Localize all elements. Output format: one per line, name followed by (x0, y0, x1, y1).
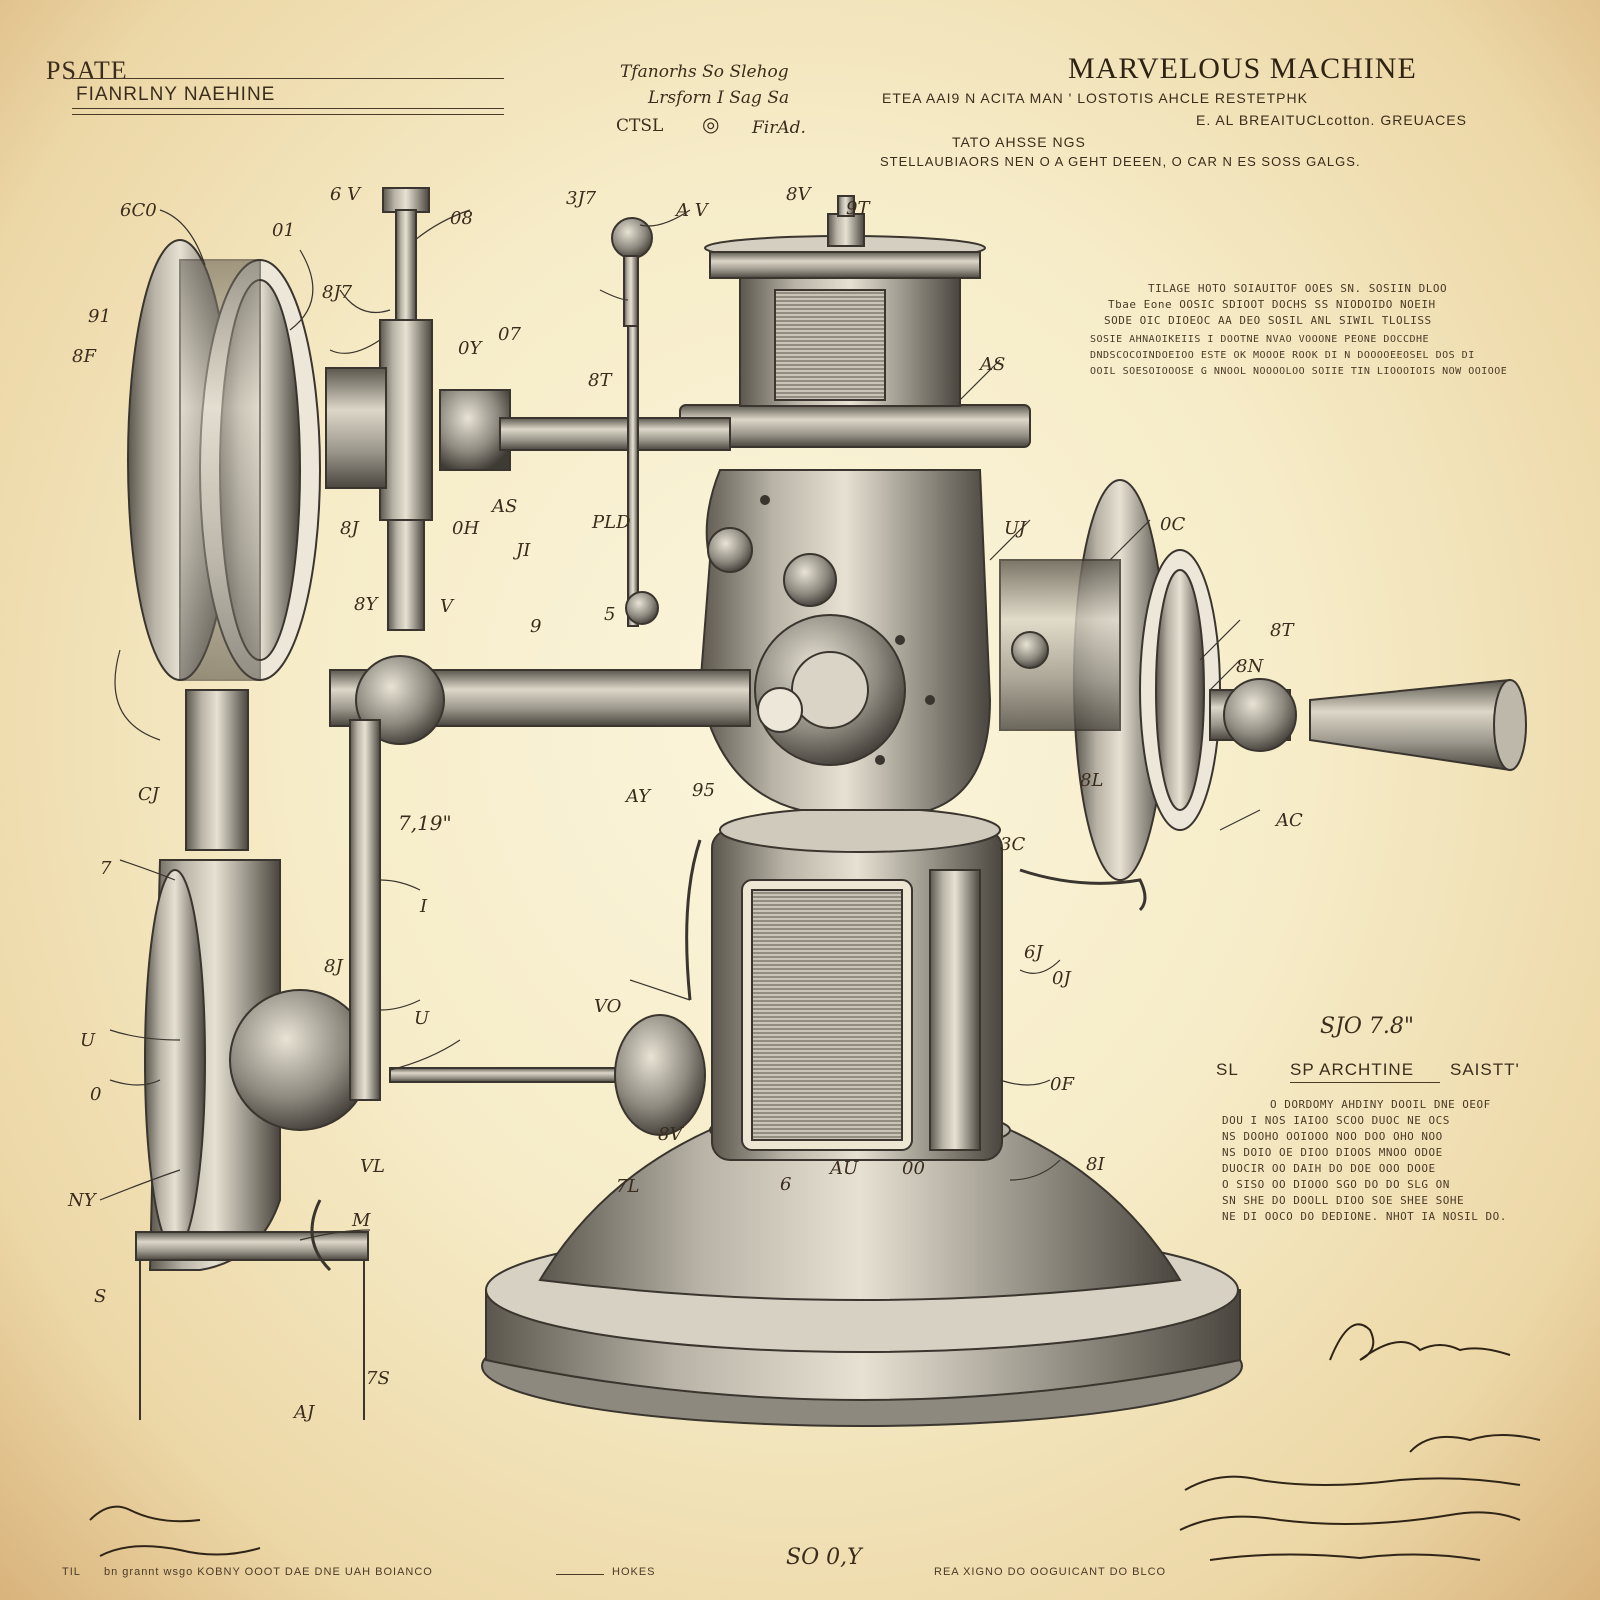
ref-mark: 6C0 (120, 200, 157, 221)
ref-mark: M (351, 1210, 371, 1231)
ref-mark: CJ (138, 784, 161, 805)
ref-mark: 8J7 (322, 282, 353, 303)
ref-mark: 8V (658, 1124, 684, 1145)
ref-mark: VL (360, 1156, 385, 1177)
footer-left-prefix: TIL (62, 1566, 81, 1578)
ref-mark: 00 (902, 1158, 925, 1179)
ref-mark: 3C (1000, 834, 1025, 855)
ref-mark: 07 (498, 324, 521, 345)
bottom-center-label: SO 0,Y (786, 1545, 864, 1570)
footer-mid-text: HOKES (612, 1566, 656, 1578)
left-flywheel (128, 240, 320, 680)
fig-label-7-19: 7,19" (398, 811, 452, 835)
top-drum (680, 196, 1030, 447)
ref-mark: 9 (530, 616, 541, 637)
ref-mark: 91 (88, 306, 111, 327)
ref-mark: 0H (452, 518, 479, 539)
ref-mark: 8V (786, 184, 812, 205)
ref-mark: A V (674, 200, 710, 221)
ref-mark: 8T (588, 370, 613, 391)
footer-left-text: bn grannt wsgo KOBNY OOOT DAE DNE UAH BO… (104, 1566, 433, 1578)
ref-mark: 8T (1270, 620, 1295, 641)
footer-right-text: REA XIGNO DO OOGUICANT DO BLCO (934, 1566, 1166, 1578)
ref-mark: NY (67, 1190, 98, 1211)
ref-mark: JI (512, 540, 531, 561)
ref-mark: 6 (780, 1174, 791, 1195)
ref-mark: 6J (1024, 942, 1044, 963)
ref-mark: 3J7 (566, 188, 597, 209)
ref-mark: 0F (1050, 1074, 1075, 1095)
ref-mark: PLD (591, 512, 631, 533)
right-wheel (1000, 480, 1220, 880)
ref-mark: AJ (292, 1402, 316, 1423)
ref-mark: 08 (450, 208, 473, 229)
gear-housing (700, 470, 990, 810)
ref-mark: 8J (340, 518, 360, 539)
nozzle (1210, 679, 1526, 770)
ref-mark: 8J (324, 956, 344, 977)
vertical-spindle (326, 188, 510, 630)
ref-mark: VO (594, 996, 622, 1017)
ref-mark: U (414, 1008, 430, 1029)
ref-mark: 01 (272, 220, 295, 241)
ref-mark: V (440, 596, 455, 617)
ref-mark: 5 (604, 604, 615, 625)
ref-mark: 8Y (354, 594, 379, 615)
ref-mark: 95 (692, 780, 715, 801)
ref-mark: 7 (100, 858, 112, 879)
ref-mark: AU (828, 1158, 859, 1179)
ref-mark: 8F (72, 346, 97, 367)
ref-mark: 0Y (458, 338, 483, 359)
ref-mark: UJ (1004, 518, 1028, 539)
ref-mark: 7S (366, 1368, 390, 1389)
ref-mark: AY (624, 786, 652, 807)
ref-mark: I (419, 896, 428, 917)
ref-mark: S (94, 1286, 106, 1307)
ref-mark: AS (978, 354, 1005, 375)
ref-mark: 0 (90, 1084, 101, 1105)
left-frame (136, 690, 370, 1420)
column-body (712, 808, 1002, 1160)
ref-mark: 8L (1080, 770, 1103, 791)
ref-mark: 8I (1086, 1154, 1105, 1175)
ref-mark: 7L (616, 1176, 639, 1197)
ref-mark: AS (490, 496, 517, 517)
ref-mark: 0J (1052, 968, 1072, 989)
ref-mark: 6 V (330, 184, 362, 205)
ref-mark: 9T (846, 198, 871, 219)
ref-mark: AC (1274, 810, 1303, 831)
ref-mark: 8N (1236, 656, 1264, 677)
footer-dash (556, 1574, 604, 1575)
ref-mark: 0C (1160, 514, 1185, 535)
ref-mark: U (80, 1030, 96, 1051)
